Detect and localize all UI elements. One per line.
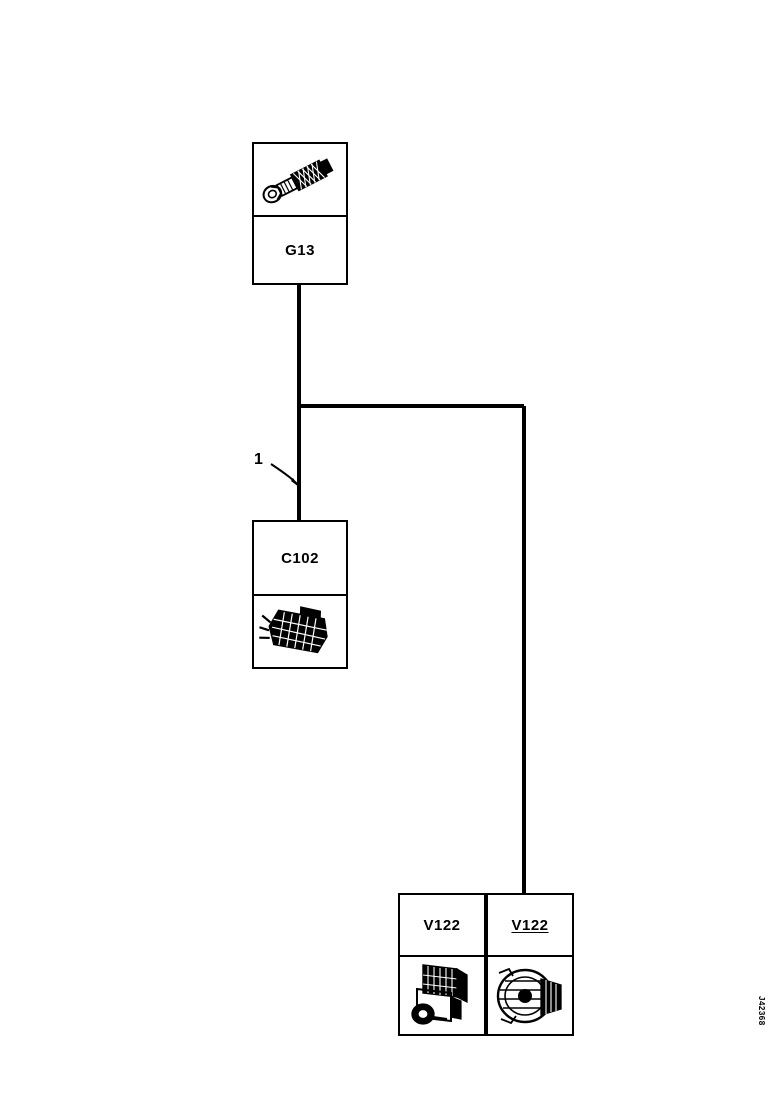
g13-label: G13 (285, 241, 315, 259)
node-connector-c102[interactable]: C102 (252, 520, 348, 669)
v122-right-label: V122 (511, 916, 549, 934)
g13-label-cell: G13 (254, 215, 346, 283)
c102-label-cell: C102 (254, 522, 346, 594)
wire-callout-number-1: 1 (254, 451, 263, 468)
v122-left-label: V122 (423, 916, 461, 934)
c102-label: C102 (281, 549, 319, 567)
c102-connector-image (254, 594, 346, 667)
v122-left-component-image (400, 955, 484, 1034)
node-component-v122-right[interactable]: V122 (486, 893, 574, 1036)
v122-right-label-cell: V122 (488, 895, 572, 955)
callout-leader-arrow (291, 478, 299, 487)
v122-right-component-image (488, 955, 572, 1034)
sheet-code-label: J42368 (757, 996, 766, 1026)
v122-left-label-cell: V122 (400, 895, 484, 955)
callout-leader-line (270, 463, 300, 487)
g13-connector-image (254, 144, 346, 215)
node-component-v122-left[interactable]: V122 (398, 893, 486, 1036)
node-ground-g13[interactable]: G13 (252, 142, 348, 285)
